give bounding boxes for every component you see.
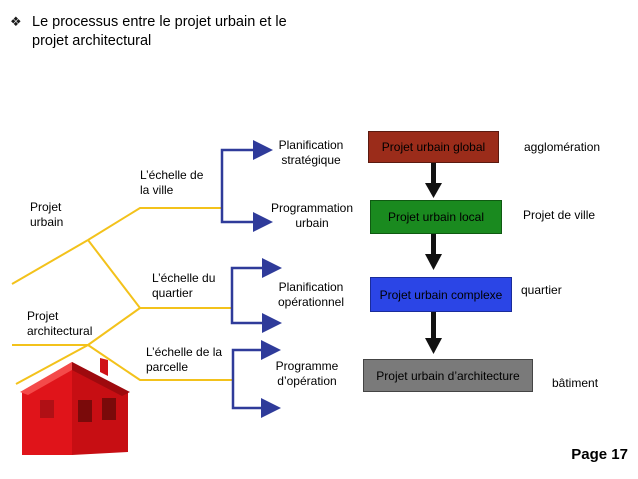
label-projet-urbain: Projet urbain bbox=[30, 200, 64, 229]
bracket-quartier-low bbox=[230, 308, 282, 333]
box-projet-urbain-local: Projet urbain local bbox=[370, 200, 502, 234]
label-planification-operationnel: Planification opérationnel bbox=[277, 280, 345, 309]
label-programmation-urbain: Programmation urbain bbox=[270, 201, 354, 230]
title-line-2: projet architectural bbox=[32, 33, 152, 49]
down-arrow-2 bbox=[425, 234, 442, 270]
label-batiment: bâtiment bbox=[552, 376, 599, 390]
bracket-ville bbox=[220, 140, 273, 208]
label-quartier: quartier bbox=[521, 283, 562, 297]
bracket-parcelle-low bbox=[231, 380, 281, 418]
box-projet-urbain-architecture: Projet urbain d’architecture bbox=[363, 359, 533, 392]
line-urbain-to-ville bbox=[87, 207, 222, 241]
yellow-tree-lines bbox=[11, 207, 233, 385]
label-echelle-ville: L’échelle de la ville bbox=[140, 168, 204, 197]
label-planification-strategique: Planification stratégique bbox=[278, 138, 344, 167]
box-projet-urbain-global: Projet urbain global bbox=[368, 131, 499, 163]
label-programme-operation: Programme d’opération bbox=[275, 359, 339, 388]
label-projet-de-ville: Projet de ville bbox=[523, 208, 596, 222]
box-projet-urbain-complexe: Projet urbain complexe bbox=[370, 277, 512, 312]
line-archi-to-quartier bbox=[87, 307, 141, 346]
line-archi-to-parcelle bbox=[87, 344, 233, 381]
page-number: Page 17 bbox=[571, 446, 628, 463]
down-arrow-3 bbox=[425, 312, 442, 354]
down-arrow-1 bbox=[425, 163, 442, 198]
bracket-ville-low bbox=[220, 208, 273, 232]
line-archi-down bbox=[15, 344, 89, 385]
slide-title: ❖ Le processus entre le projet urbain et … bbox=[10, 12, 350, 51]
red-house-icon bbox=[20, 358, 130, 455]
label-projet-architectural: Projet architectural bbox=[27, 309, 93, 338]
title-line-1: Le processus entre le projet urbain et l… bbox=[32, 14, 287, 30]
blue-brackets bbox=[220, 140, 282, 418]
diamond-bullet-icon: ❖ bbox=[10, 14, 22, 29]
label-agglomeration: agglomération bbox=[524, 140, 601, 154]
down-arrows bbox=[425, 163, 442, 354]
bracket-quartier bbox=[230, 258, 282, 308]
label-echelle-quartier: L’échelle du quartier bbox=[152, 271, 216, 300]
label-echelle-parcelle: L’échelle de la parcelle bbox=[146, 345, 223, 374]
line-urbain-down bbox=[11, 239, 89, 285]
bracket-parcelle bbox=[231, 340, 281, 380]
